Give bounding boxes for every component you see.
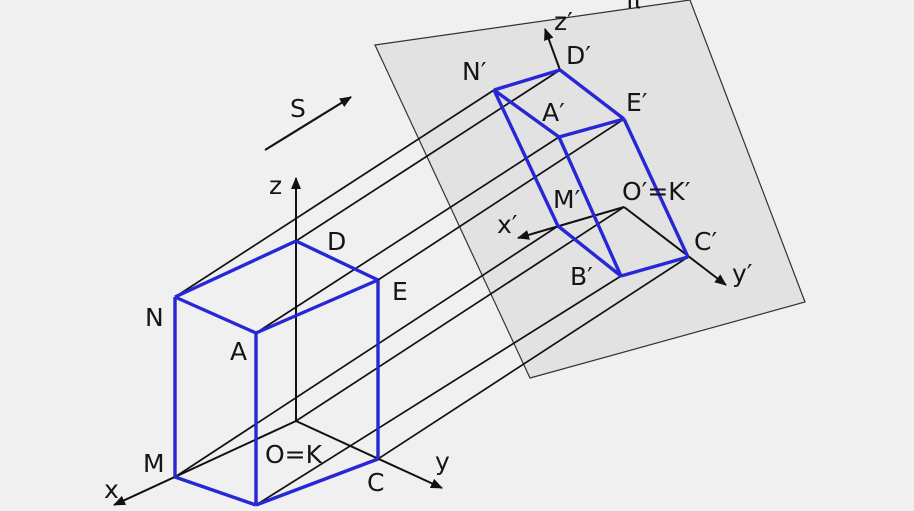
label-b-prime: B′ [570,262,593,291]
edge-a-b-prime [557,136,623,277]
axis-z-prime [544,28,561,71]
original-axes [113,177,443,506]
ray-n [174,89,495,298]
direction-label: S [290,94,306,123]
label-o-prime: O′=K′ [622,177,691,206]
label-c: C [367,468,384,497]
edge-e-a-prime [558,117,625,139]
label-z: z [269,171,282,200]
edge-b-c [255,457,379,507]
ray-m [174,225,559,478]
direction-arrow [264,96,352,151]
axis-y [295,420,443,489]
projected-axes [517,28,727,286]
label-x: x [104,475,119,504]
label-d: D [327,227,346,256]
label-n-prime: N′ [462,57,487,86]
ray-e [377,118,625,281]
original-box [173,239,380,507]
edge-d-e [295,239,379,282]
axis-y-prime [623,206,727,286]
edge-n-m-prime [492,89,560,227]
label-n: N [145,303,164,332]
label-d-prime: D′ [566,41,591,70]
axis-x-prime [517,206,625,240]
edge-a-n-prime [493,88,560,139]
ray-d [295,69,561,242]
label-a: A [230,337,247,366]
ray-o [295,206,625,422]
edge-m-b [174,475,257,507]
picture-plane [374,0,806,379]
edge-e-a [255,278,379,335]
plane-label: π [626,0,641,14]
label-y: y [435,447,450,476]
label-m-prime: M′ [553,185,581,214]
axis-x [113,420,297,506]
edge-e-c-prime [622,118,690,258]
ray-a [255,136,560,334]
label-e: E [392,277,408,306]
edge-n-d [174,239,297,299]
edge-d-e-prime [558,68,626,121]
label-x-prime: x′ [497,210,518,239]
edge-n-d-prime [493,68,561,92]
projecting-rays [174,69,689,506]
label-z-prime: z′ [554,7,573,36]
edge-m-b-prime [556,224,623,278]
label-e-prime: E′ [626,88,648,117]
label-m: M [143,449,165,478]
ray-c [377,256,689,460]
label-a-prime: A′ [542,98,565,127]
label-c-prime: C′ [694,227,717,256]
projected-box [492,68,690,278]
edge-a-n [174,295,257,335]
ray-b [255,275,622,506]
label-y-prime: y′ [732,259,753,288]
edge-b-c-prime [620,255,689,278]
label-o: O=K [265,440,323,469]
